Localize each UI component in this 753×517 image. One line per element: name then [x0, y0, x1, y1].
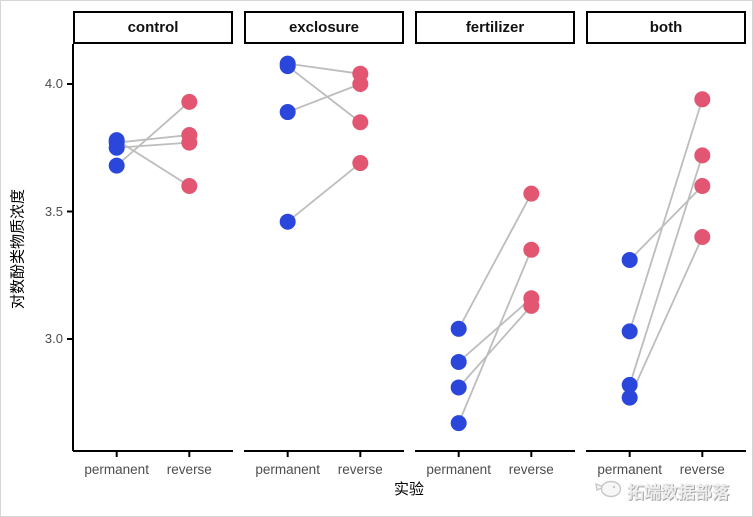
data-point-reverse [694, 229, 711, 245]
data-point-reverse [694, 178, 711, 194]
data-point-reverse [181, 93, 198, 110]
y-tick-label: 3.5 [44, 203, 63, 219]
data-point-permanent [450, 379, 467, 396]
data-point-permanent [108, 157, 125, 174]
data-point-permanent [279, 213, 296, 230]
pair-line [628, 236, 704, 399]
data-point-reverse [352, 155, 369, 172]
facet-strip-both: both [586, 11, 746, 44]
x-tick-label-reverse: reverse [337, 462, 383, 477]
facet-strip-label: fertilizer [465, 19, 525, 36]
data-point-permanent [450, 415, 467, 432]
facet-strip-exclosure: exclosure [244, 11, 404, 44]
x-tick-label-reverse: reverse [166, 462, 212, 477]
watermark: 拓端数据部落 [593, 477, 729, 504]
x-tick-label-permanent: permanent [255, 462, 320, 477]
pair-line [457, 193, 533, 330]
facet-strip-label: both [649, 19, 683, 36]
pair-line [116, 134, 190, 144]
data-point-permanent [279, 58, 296, 75]
data-point-permanent [450, 353, 467, 370]
pair-line [287, 162, 361, 223]
pair-line [287, 83, 361, 113]
data-point-reverse [523, 297, 540, 314]
pair-line [116, 141, 190, 149]
x-tick-label-reverse: reverse [679, 462, 725, 477]
pair-line [287, 65, 361, 123]
pair-line [458, 297, 532, 363]
data-point-reverse [181, 134, 198, 151]
whale-logo-icon [593, 477, 623, 504]
data-point-reverse [523, 185, 540, 202]
data-point-permanent [450, 320, 467, 337]
pair-line [287, 62, 361, 75]
data-point-permanent [108, 139, 125, 156]
y-axis-title: 对数酚类物质浓度 [9, 188, 27, 310]
pair-line [628, 155, 704, 386]
data-point-permanent [621, 376, 638, 393]
data-point-reverse [694, 147, 711, 164]
data-point-permanent [621, 389, 638, 406]
data-point-reverse [352, 114, 369, 131]
pair-line [457, 249, 533, 424]
data-point-reverse [523, 241, 540, 258]
x-tick-label-permanent: permanent [426, 462, 491, 477]
facet-strip-control: control [73, 11, 233, 44]
facet-strip-label: exclosure [288, 19, 360, 36]
pair-line [629, 185, 703, 261]
y-tick-label: 3.0 [44, 331, 63, 346]
facet-strip-fertilizer: fertilizer [415, 11, 575, 44]
data-point-reverse [352, 76, 369, 92]
data-point-reverse [694, 91, 711, 108]
x-tick-label-permanent: permanent [597, 462, 662, 477]
x-tick-label-permanent: permanent [84, 462, 149, 477]
pair-line [116, 101, 190, 167]
watermark-text: 拓端数据部落 [627, 483, 729, 502]
pair-line [628, 99, 704, 332]
pair-line [458, 305, 532, 389]
data-point-permanent [621, 323, 638, 340]
y-tick-label: 4.0 [44, 76, 63, 91]
data-point-permanent [621, 251, 638, 268]
x-axis-title: 实验 [393, 481, 425, 498]
facet-strip-label: control [127, 19, 179, 36]
data-point-permanent [279, 104, 296, 121]
data-point-reverse [181, 178, 198, 194]
x-tick-label-reverse: reverse [508, 462, 554, 477]
